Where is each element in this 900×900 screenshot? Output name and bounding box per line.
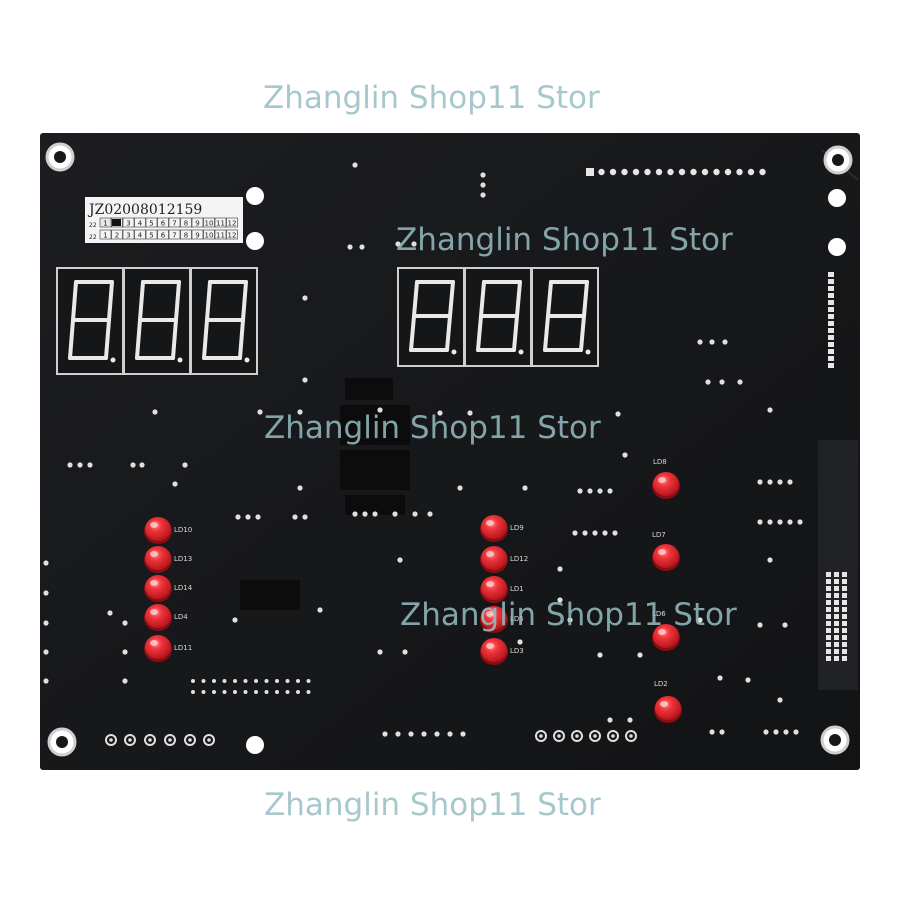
led-label: LD1	[510, 585, 524, 593]
seven-segment-digit	[531, 267, 599, 367]
serial-row-b-prefix: 22	[89, 234, 97, 241]
led: LD11	[144, 635, 192, 662]
led-label: LD6	[652, 610, 666, 618]
watermark-text: Zhanglin Shop11 Stor	[263, 80, 600, 116]
serial-cell: 4	[138, 232, 143, 240]
seven-segment-digit	[56, 267, 124, 375]
led-label: LD9	[510, 524, 524, 532]
led: LD7	[652, 531, 680, 571]
serial-cell: 12	[228, 232, 237, 240]
led-label: LD8	[653, 458, 667, 466]
led-label: LD3	[510, 647, 524, 655]
watermark-text: Zhanglin Shop11 Stor	[264, 410, 601, 446]
serial-cell: 8	[184, 220, 188, 228]
led: LD2	[654, 680, 682, 723]
led-label: LD2	[654, 680, 668, 688]
led-label: LD12	[510, 555, 528, 563]
serial-cell: 2	[115, 232, 119, 240]
mounting-holes	[45, 142, 853, 757]
led: LD1	[480, 576, 524, 603]
serial-cell: 11	[216, 220, 225, 228]
led-label: LD7	[652, 531, 666, 539]
led-label: LD4	[174, 613, 188, 621]
serial-cell: 5	[149, 232, 153, 240]
serial-row-a-prefix: 22	[89, 222, 97, 229]
led: LD14	[144, 575, 193, 602]
serial-cell: 6	[161, 232, 166, 240]
seven-segment-digit	[397, 267, 465, 367]
led: LD10	[144, 517, 192, 544]
led-label: LD11	[174, 644, 192, 652]
serial-cell: 12	[228, 220, 237, 228]
serial-cell: 9	[195, 232, 199, 240]
led: LD12	[480, 546, 528, 573]
serial-cell: 11	[216, 232, 225, 240]
seven-segment-digit	[464, 267, 532, 367]
led: LD4	[144, 604, 188, 631]
serial-cell: 1	[103, 232, 107, 240]
watermark-text: Zhanglin Shop11 Stor	[264, 787, 601, 823]
led: LD6	[652, 610, 680, 651]
seven-segment-digit	[123, 267, 191, 375]
ic-components	[240, 378, 410, 610]
seven-segment-displays	[56, 267, 599, 375]
serial-cell: 10	[205, 220, 214, 228]
serial-cell: 3	[126, 220, 130, 228]
serial-cell: 3	[126, 232, 130, 240]
serial-code: JZ02008012159	[87, 202, 202, 218]
watermark-text: Zhanglin Shop11 Stor	[396, 222, 733, 258]
serial-cell: 5	[149, 220, 153, 228]
led-label: LD14	[174, 584, 193, 592]
led-label: LD10	[174, 526, 192, 534]
serial-cell: 10	[205, 232, 214, 240]
serial-cell: 4	[138, 220, 143, 228]
led: LD9	[480, 515, 524, 542]
serial-cell: 1	[103, 220, 107, 228]
watermark-text: Zhanglin Shop11 Stor	[400, 597, 737, 633]
serial-cell: 7	[172, 220, 176, 228]
serial-cell: 6	[161, 220, 166, 228]
serial-cell: 7	[172, 232, 176, 240]
serial-cell: 8	[184, 232, 188, 240]
led: LD3	[480, 638, 524, 665]
seven-segment-digit	[190, 267, 258, 375]
led: LD5	[480, 606, 524, 633]
led-label: LD13	[174, 555, 192, 563]
led: LD8	[652, 458, 680, 499]
led-label: LD5	[510, 615, 524, 623]
led: LD13	[144, 546, 192, 573]
serial-cell: 9	[195, 220, 199, 228]
